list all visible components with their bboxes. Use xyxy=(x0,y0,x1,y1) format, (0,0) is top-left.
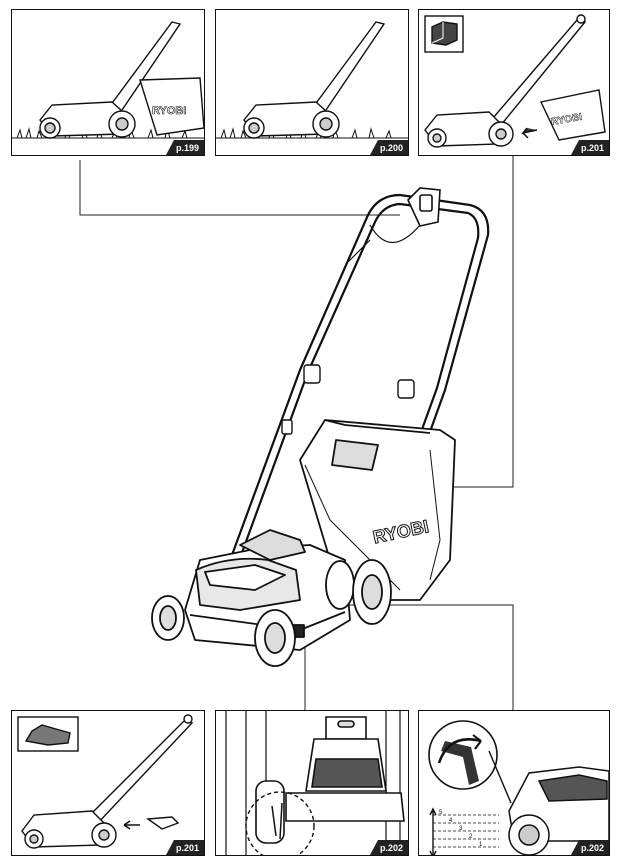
detail-highlight xyxy=(245,791,315,855)
height-scale-label: 2 xyxy=(469,834,473,840)
page-reference: p.201 xyxy=(165,840,204,855)
page-reference: p.200 xyxy=(369,140,408,155)
mower-wheels xyxy=(151,559,392,667)
panel-cutting-height-lever: 5 4 3 2 1 p.202 xyxy=(418,710,610,856)
page-reference: p.199 xyxy=(165,140,204,155)
bag-brand-logo: RYOBI xyxy=(152,105,186,117)
panel-cutting-height-front: p.202 xyxy=(215,710,409,856)
mulch-plug-icon xyxy=(17,716,79,752)
height-scale-label: 1 xyxy=(479,842,483,848)
height-scale xyxy=(433,814,499,848)
mower-deck xyxy=(184,529,351,651)
arrow-icon xyxy=(521,127,538,139)
handle-knobs xyxy=(281,364,415,435)
panel-mulch-plug: p.201 xyxy=(11,710,205,856)
panel-mowing-without-bag: p.200 xyxy=(215,9,409,156)
leader-line-p199 xyxy=(79,160,400,216)
page-reference: p.202 xyxy=(369,840,408,855)
switch-box xyxy=(407,187,441,227)
panel-mowing-with-bag: RYOBI p.199 xyxy=(11,9,205,156)
rotate-arrow-icon xyxy=(437,738,482,764)
height-scale-label: 4 xyxy=(449,818,453,824)
page-reference: p.201 xyxy=(570,140,609,155)
page-reference: p.202 xyxy=(570,840,609,855)
height-scale-label: 3 xyxy=(459,826,463,832)
height-scale-label: 5 xyxy=(439,810,443,816)
rear-left-wheel xyxy=(325,560,355,610)
grass-bag xyxy=(299,419,456,601)
arrow-icon xyxy=(123,820,140,830)
panel-remove-bag: RYOBI p.201 xyxy=(418,9,610,156)
battery-icon xyxy=(424,15,464,53)
leader-line-p201-bag xyxy=(430,155,514,488)
